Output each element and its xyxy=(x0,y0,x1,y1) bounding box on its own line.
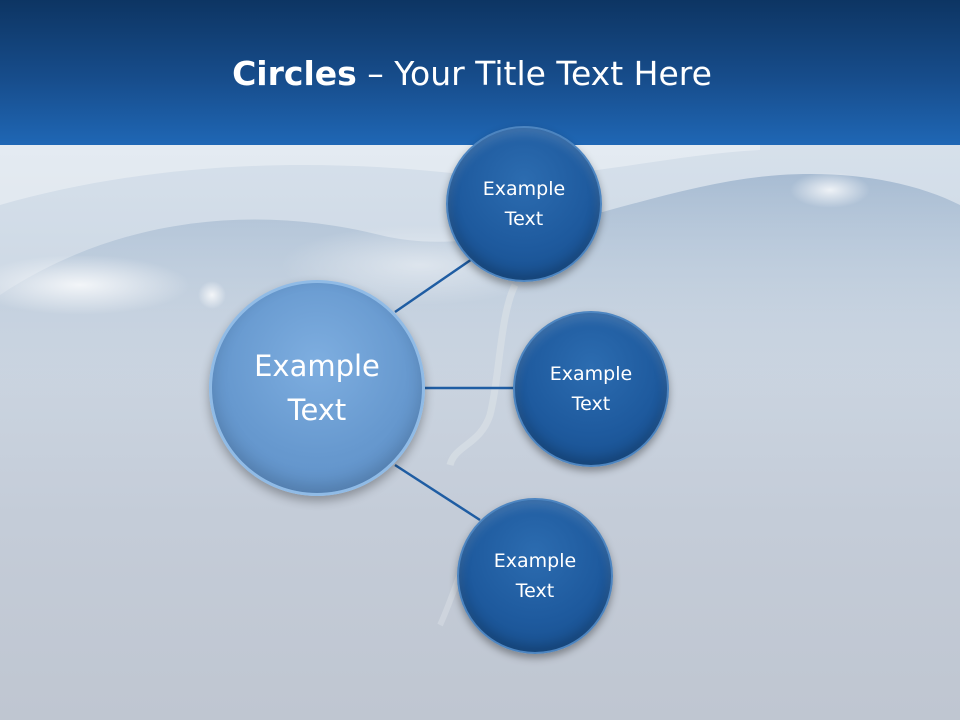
satellite-middle-line1: Example xyxy=(549,363,633,385)
satellite-middle-line2: Text xyxy=(571,393,611,415)
title-bold: Circles xyxy=(232,54,357,93)
center-circle-line2: Text xyxy=(287,393,347,427)
connector-bottom xyxy=(394,463,481,522)
satellite-top-line2: Text xyxy=(504,208,544,230)
satellite-bottom-line2: Text xyxy=(515,580,555,602)
satellite-circle-bottom[interactable]: Example Text xyxy=(457,498,613,654)
satellite-top-line1: Example xyxy=(482,178,566,200)
satellite-circle-middle[interactable]: Example Text xyxy=(513,311,669,467)
satellite-bottom-line1: Example xyxy=(493,550,577,572)
slide-title[interactable]: Circles – Your Title Text Here xyxy=(0,52,944,96)
center-circle-line1: Example xyxy=(254,349,380,383)
title-bar: Circles – Your Title Text Here xyxy=(0,0,960,145)
title-rest: – Your Title Text Here xyxy=(356,54,712,93)
center-circle[interactable]: Example Text xyxy=(209,280,425,496)
connector-top xyxy=(394,255,476,314)
satellite-circle-top[interactable]: Example Text xyxy=(446,126,602,282)
